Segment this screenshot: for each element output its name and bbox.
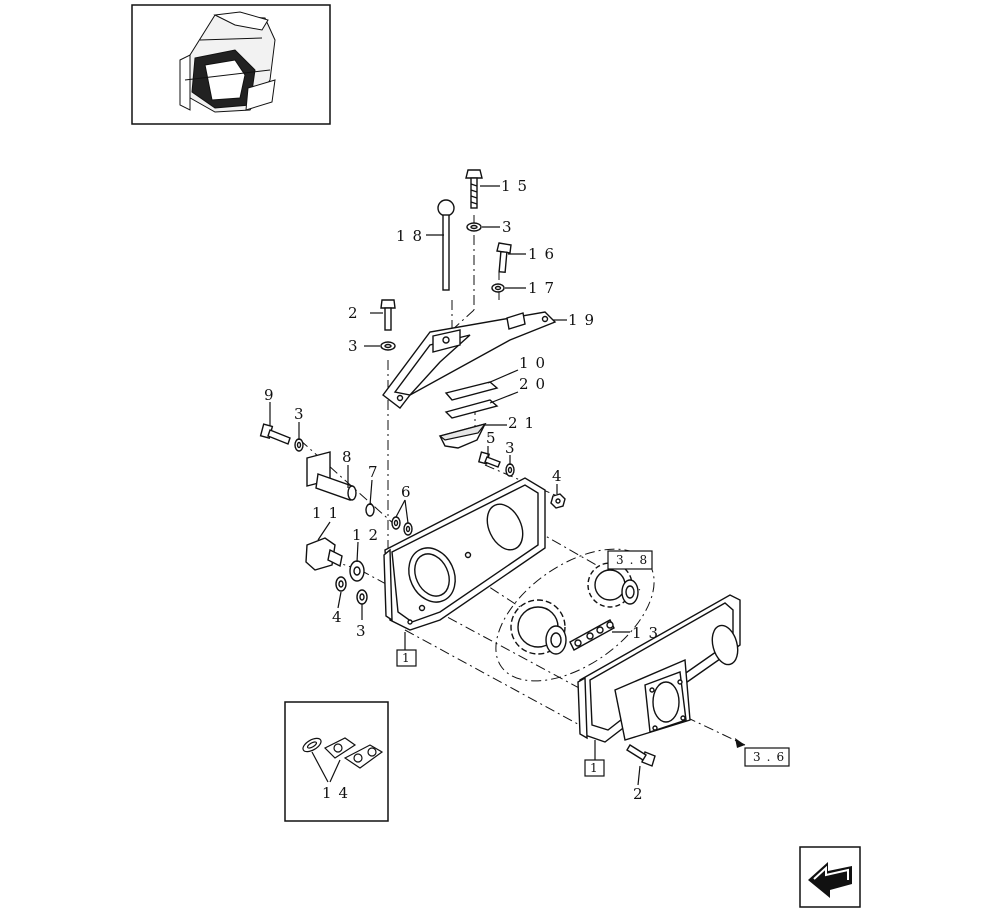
- label-18: 18: [396, 227, 429, 245]
- label-2b: 2: [633, 785, 650, 803]
- label-4b: 4: [332, 608, 349, 626]
- bolt-16: [496, 242, 512, 273]
- ref-1a-text: 1: [402, 651, 416, 665]
- bolt-15: [465, 169, 483, 209]
- ref-3-8-text: 3.8: [616, 553, 653, 567]
- housing-outer: [577, 594, 741, 743]
- bolt-2a: [380, 299, 396, 331]
- ref-3-6-text: 3.6: [753, 750, 790, 764]
- ref-box-3-6[interactable]: 3.6: [744, 747, 790, 767]
- washer-17: [491, 283, 505, 293]
- label-17: 17: [528, 279, 561, 297]
- label-13: 13: [632, 624, 665, 642]
- chain-13: [569, 619, 615, 651]
- sprocket-large: [510, 599, 567, 655]
- bolt-2b: [626, 744, 656, 767]
- plate-10: [444, 381, 499, 401]
- label-12: 12: [352, 526, 385, 544]
- label-9: 9: [264, 386, 281, 404]
- sprocket-small: [587, 562, 639, 608]
- washers-6: [391, 516, 413, 536]
- nav-back-button[interactable]: [799, 846, 861, 908]
- label-7: 7: [368, 463, 385, 481]
- label-3e: 3: [356, 622, 373, 640]
- ref-box-1b[interactable]: 1: [584, 759, 605, 777]
- arrow-back-icon: [808, 862, 852, 898]
- label-3c: 3: [294, 405, 311, 423]
- bracket-19: [382, 311, 557, 409]
- shaft-8: [306, 451, 357, 501]
- label-11: 11: [312, 504, 345, 522]
- label-4a: 4: [552, 467, 569, 485]
- washer-3e: [356, 589, 368, 605]
- leader-lines: [269, 185, 745, 786]
- label-20: 20: [519, 375, 552, 393]
- housing-inner: [383, 477, 546, 631]
- ref-box-1a[interactable]: 1: [396, 649, 417, 667]
- label-3b: 3: [348, 337, 365, 355]
- shoe-21: [438, 422, 487, 449]
- plate-20: [444, 399, 499, 419]
- label-3d: 3: [505, 439, 522, 457]
- label-15: 15: [501, 177, 534, 195]
- label-10: 10: [519, 354, 552, 372]
- ref-1b-text: 1: [590, 761, 604, 775]
- washer-3b: [380, 341, 396, 351]
- washer-3d: [505, 463, 515, 477]
- washer-3c: [294, 438, 304, 452]
- label-2a: 2: [348, 304, 365, 322]
- label-3a: 3: [502, 218, 519, 236]
- hub-11: [305, 537, 343, 571]
- label-14: 14: [322, 784, 355, 802]
- part-labels: 15 3 18 16 17 2 19 3 10 20 9 3 21 5 3 8 …: [264, 177, 665, 803]
- label-8: 8: [342, 448, 359, 466]
- label-21: 21: [508, 414, 541, 432]
- nut-4b: [335, 576, 347, 592]
- bolt-9: [259, 423, 291, 445]
- bolt-5: [477, 451, 501, 468]
- ref-box-3-8[interactable]: 3.8: [607, 550, 653, 570]
- washer-12: [349, 560, 365, 582]
- chain-link-detail-box: [284, 701, 389, 822]
- label-6: 6: [401, 483, 418, 501]
- label-5: 5: [486, 429, 503, 447]
- machine-thumbnail[interactable]: [131, 4, 331, 125]
- pin-7: [365, 503, 375, 517]
- rod-18: [437, 199, 455, 291]
- label-16: 16: [528, 245, 561, 263]
- label-19: 19: [568, 311, 601, 329]
- nut-4a: [550, 493, 566, 509]
- washer-3a: [466, 222, 482, 232]
